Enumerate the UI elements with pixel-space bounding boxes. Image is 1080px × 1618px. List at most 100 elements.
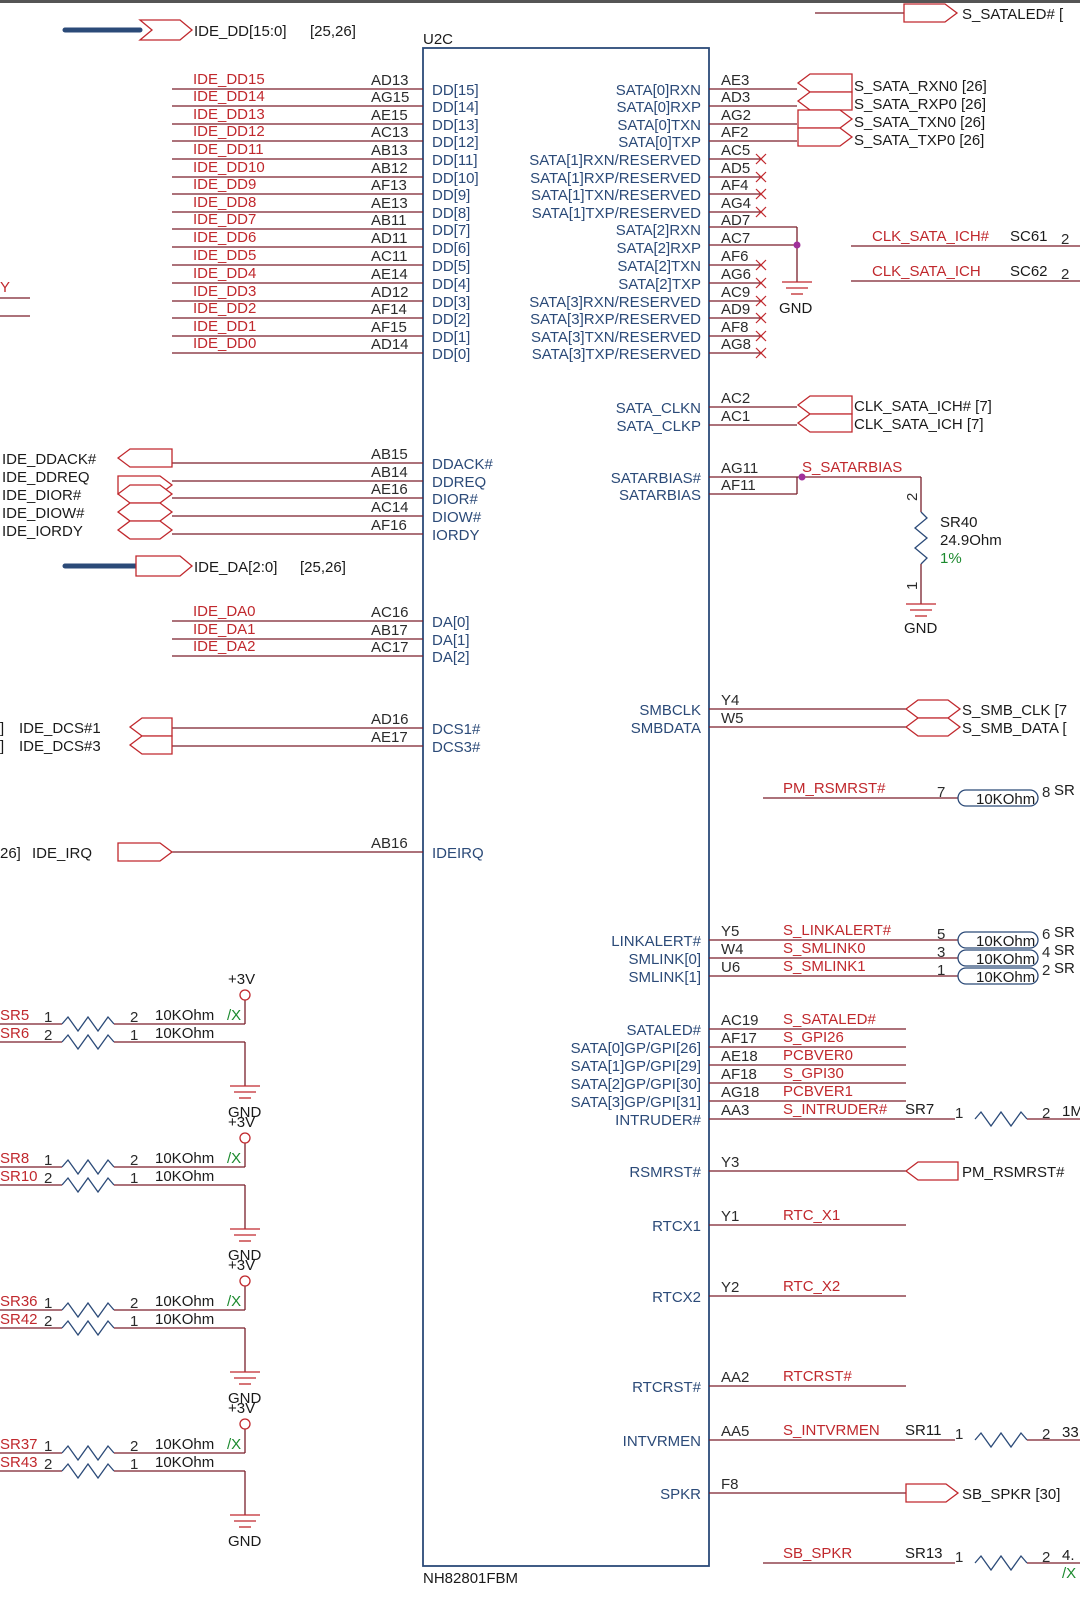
sata-txn0-label: S_SATA_TXN0 [26] [854,114,985,131]
pin-ball: AC5 [721,142,750,159]
pin-ball: W4 [721,941,744,958]
sr40-tolerance: 1% [940,550,962,567]
pin-net: IDE_DD7 [193,211,256,228]
pin-ball: AC7 [721,230,750,247]
rn-pin-r-rsm: 8 [1042,784,1050,801]
pin-ball: AD16 [371,711,409,728]
ide-irq-ref: 26] [0,845,21,862]
rtc-x1-net: RTC_X1 [783,1207,840,1224]
port-ide-irq [117,842,174,862]
port-diow [116,502,174,522]
ide-dior-label: IDE_DIOR# [2,487,82,504]
intruder-res-pin-l: 1 [955,1105,963,1122]
pin-net: IDE_DD0 [193,335,256,352]
port-smb-data [904,717,962,737]
pin-name: RTCX2 [652,1289,701,1306]
cap1-ref: SC61 [1010,228,1048,245]
satarbias-junction [798,473,806,481]
cap2-ref: SC62 [1010,263,1048,280]
ide-da-bus-label: IDE_DA[2:0] [194,559,277,576]
gnd-label: GND [228,1104,262,1121]
ide-dcs1-label: IDE_DCS#1 [19,720,101,737]
pin-name: SATA_CLKP [617,418,701,435]
pin-name: SATA[0]GP/GPI[26] [571,1040,701,1057]
pin-name: DD[3] [432,294,470,311]
pin-one-label: 1 [130,1456,138,1473]
pin-ball: F8 [721,1476,739,1493]
pin-name: DD[9] [432,187,470,204]
port-clk-sata-p [796,413,853,433]
sata0-ports: S_SATA_RXN0 [26] S_SATA_RXP0 [26] S_SATA… [796,73,987,149]
pin-net: IDE_DD9 [193,176,256,193]
pin-name: DD[0] [432,346,470,363]
pin-name: DD[2] [432,311,470,328]
pin-ball: Y1 [721,1208,739,1225]
link-network: S_LINKALERT# S_SMLINK0 S_SMLINK1 5 3 1 1… [709,922,1075,986]
pin-ball: AB14 [371,464,408,481]
link-rn-body-0 [957,931,1039,949]
link-net-0: S_LINKALERT# [783,922,892,939]
pin-ball: AE13 [371,195,408,212]
sataled-top-label: S_SATALED# [ [962,6,1064,23]
pin-ball: AC11 [371,248,407,265]
pullup-resistor-top [61,1015,115,1033]
ide-iordy-label: IDE_IORDY [2,523,83,540]
pin-name: SATA[3]GP/GPI[31] [571,1094,701,1111]
pin-name: IORDY [432,527,480,544]
no-connect-mark [755,277,767,289]
pin-one-label: 1 [44,1009,52,1026]
link-rn-value-2: 10KOhm [976,969,1035,986]
pin-name: DA[1] [432,632,470,649]
pullup-stuff-option: /X [227,1150,241,1167]
pullup-ref-bottom: SR10 [0,1168,38,1185]
chip-refdes: U2C [423,31,453,48]
port-dior [116,484,174,504]
pin-name: SATA_CLKN [616,400,701,417]
pin-name: SMBCLK [639,702,701,719]
u2c-chip-body [422,47,710,1567]
sata-txp0-label: S_SATA_TXP0 [26] [854,132,984,149]
edge-net-label: Y [0,279,10,296]
power-label: +3V [228,1257,255,1274]
pin-name: SATA[1]TXP/RESERVED [532,205,701,222]
pin-net: IDE_DD12 [193,123,265,140]
pullup-ref-top: SR8 [0,1150,29,1167]
port-iordy [116,520,174,540]
pin-ball: AE14 [371,266,408,283]
pin-ball: AA2 [721,1369,749,1386]
port-sata-rxn0 [796,73,853,93]
pullup-resistor-top [61,1301,115,1319]
no-connect-mark [755,153,767,165]
pin-net: IDE_DD8 [193,194,256,211]
pin-name: DD[6] [432,240,470,257]
pullup-value-bottom: 10KOhm [155,1025,214,1042]
pin-net: IDE_DD3 [193,283,256,300]
link-rn-value-1: 10KOhm [976,951,1035,968]
ide-dd-bus-ref: [25,26] [310,23,356,40]
pin-two-label: 2 [130,1438,138,1455]
pin-name: DCS1# [432,721,481,738]
link-pin-l-0: 5 [937,926,945,943]
port-sata-txn0 [797,109,854,129]
clk-sata-n-label: CLK_SATA_ICH# [7] [854,398,992,415]
gpio-nets: S_SATALED# S_GPI26 PCBVER0 S_GPI30 PCBVE… [709,1011,955,1120]
gpio-net-2: PCBVER0 [783,1047,853,1064]
pin-name: SATA[1]RXP/RESERVED [530,170,701,187]
pin-net: IDE_DD15 [193,71,265,88]
pin-ball: AC14 [371,499,409,516]
sb-spkr-res-value: 4. [1062,1547,1075,1564]
